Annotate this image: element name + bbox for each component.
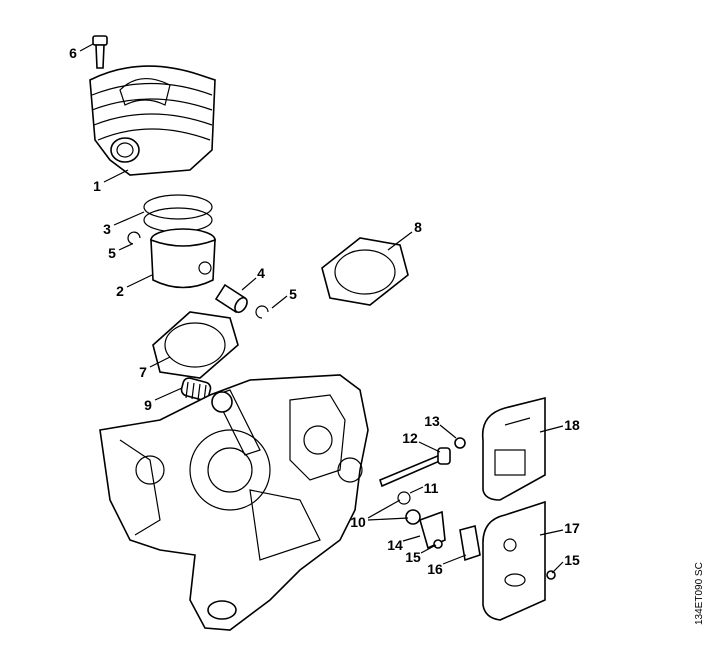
callout-2: 2 [116, 283, 124, 299]
callout-18: 18 [564, 417, 580, 433]
callout-14: 14 [387, 537, 403, 553]
leader-lines [79, 43, 564, 574]
callout-8: 8 [414, 219, 422, 235]
callout-5: 5 [108, 245, 116, 261]
screw-part-6 [92, 35, 108, 69]
callout-16: 16 [427, 561, 443, 577]
cylinder-part-1 [89, 65, 216, 176]
callout-9: 9 [144, 397, 152, 413]
piston-rings-part-3 [143, 194, 213, 233]
callout-10: 10 [350, 514, 366, 530]
chain-tensioner-parts [379, 437, 556, 580]
callout-5b: 5 [289, 286, 297, 302]
circlip-part-5 [127, 231, 141, 245]
gasket-part-7 [152, 311, 239, 379]
callout-6: 6 [69, 45, 77, 61]
piston-part-2 [150, 228, 216, 289]
callout-7: 7 [139, 364, 147, 380]
callout-15: 15 [405, 549, 421, 565]
callout-3: 3 [103, 221, 111, 237]
side-plate-part-18 [481, 396, 546, 501]
side-plate-part-17 [482, 500, 546, 621]
crankcase-housing [99, 374, 369, 631]
callout-15b: 15 [564, 552, 580, 568]
needle-bearing-part-9 [180, 377, 212, 402]
callout-1: 1 [93, 178, 101, 194]
callout-12: 12 [402, 430, 418, 446]
callout-17: 17 [564, 520, 580, 536]
callout-13: 13 [424, 413, 440, 429]
circlip-part-5b [255, 305, 269, 319]
drawing-code: 134ET090 SC [694, 562, 705, 625]
callout-4: 4 [257, 265, 265, 281]
callout-11: 11 [424, 480, 439, 496]
piston-pin-part-4 [214, 283, 248, 314]
gasket-part-8 [321, 237, 409, 306]
